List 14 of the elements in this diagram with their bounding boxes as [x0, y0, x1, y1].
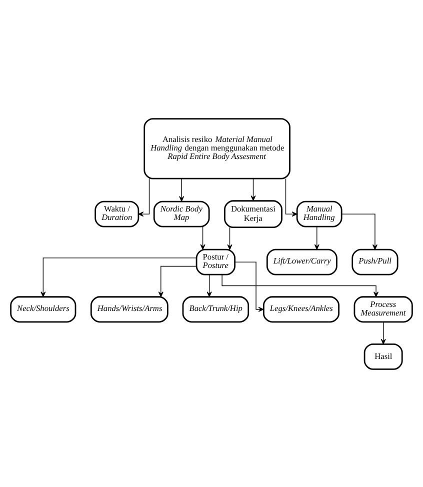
arrow [227, 226, 232, 250]
arrow [200, 226, 206, 250]
arrow [206, 274, 212, 297]
arrow [314, 226, 320, 250]
arrow [179, 178, 184, 202]
arrow [341, 213, 378, 250]
arrow [250, 178, 256, 200]
arrow [285, 178, 298, 216]
arrow [222, 274, 379, 297]
arrow [40, 257, 197, 297]
arrow [380, 321, 386, 344]
arrow [158, 265, 197, 297]
arrow [234, 261, 264, 312]
arrow [138, 178, 150, 216]
